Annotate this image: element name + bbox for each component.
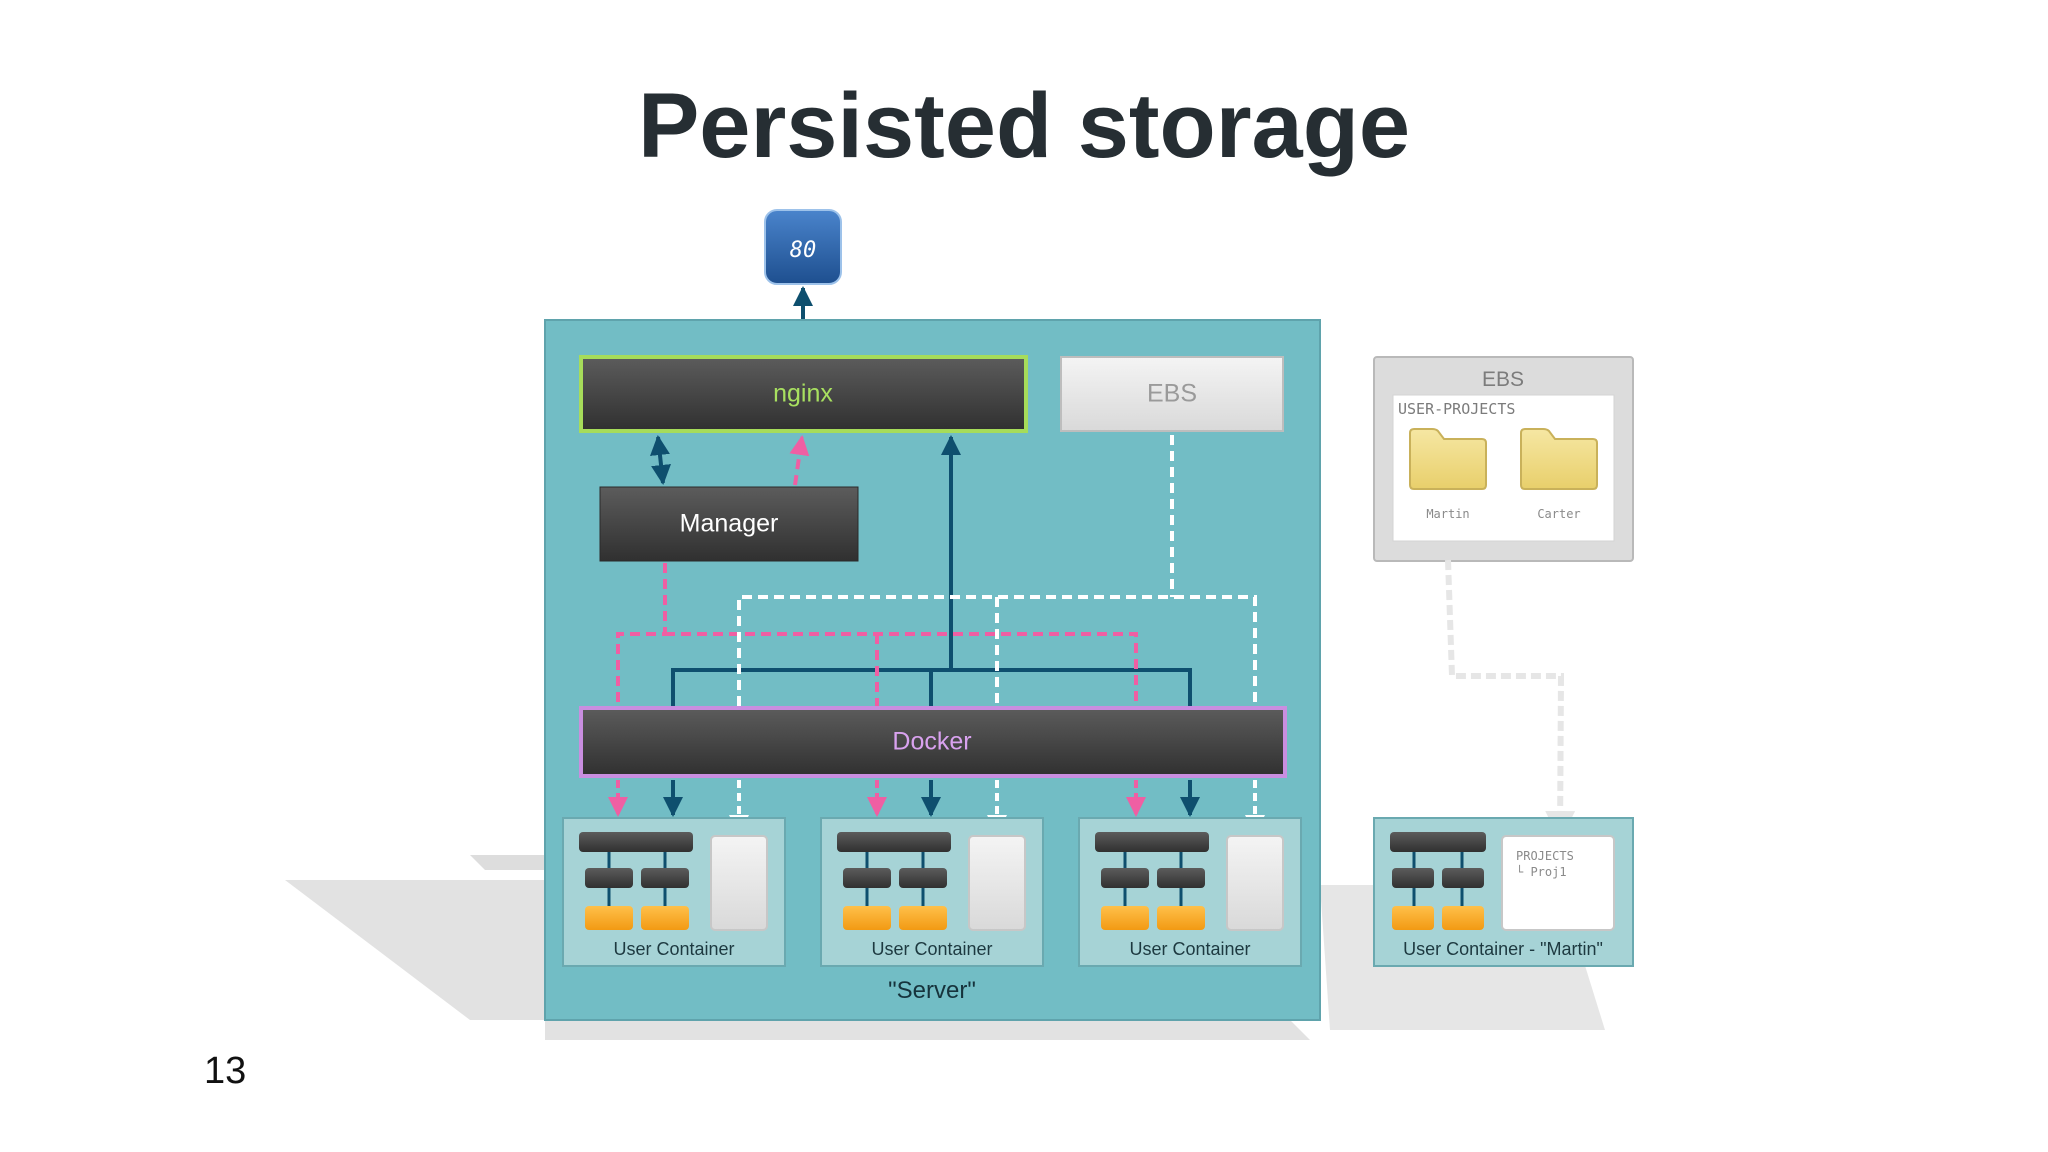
folder-icon — [1409, 428, 1487, 490]
port-80-badge: 80 — [764, 209, 842, 285]
white-dashed-bus — [737, 435, 1257, 706]
folder-label-carter: Carter — [1537, 507, 1580, 521]
pink-dashed-bus — [616, 563, 1138, 706]
process-tree-icon — [1390, 832, 1486, 930]
user-projects-label: USER-PROJECTS — [1398, 400, 1515, 418]
user-container-label: User Container — [1129, 939, 1250, 959]
user-container-label: User Container — [613, 939, 734, 959]
nginx-box: nginx — [579, 355, 1028, 433]
projects-item: └ Proj1 — [1516, 864, 1567, 879]
docker-label: Docker — [892, 728, 971, 756]
manager-box: Manager — [599, 486, 859, 562]
user-container-2: User Container — [820, 817, 1044, 967]
manager-nginx-arrow — [650, 435, 671, 485]
server-floor-shadow — [285, 880, 1310, 1040]
volume-slot — [968, 835, 1026, 931]
server-label: "Server" — [888, 977, 976, 1004]
martin-container-label: User Container - "Martin" — [1403, 939, 1603, 959]
folder-label-martin: Martin — [1426, 507, 1469, 521]
port-label: 80 — [790, 238, 817, 263]
docker-box: Docker — [579, 706, 1287, 778]
volume-slot — [710, 835, 768, 931]
folder-icon — [1520, 428, 1598, 490]
martin-mount-arrow — [1445, 559, 1576, 841]
projects-title: PROJECTS — [1516, 849, 1574, 863]
user-container-label: User Container — [871, 939, 992, 959]
external-ebs-box: EBS USER-PROJECTS Martin Carter — [1373, 356, 1634, 562]
ebs-volume-box: EBS — [1060, 356, 1284, 432]
process-tree-icon — [1095, 832, 1209, 930]
process-tree-icon — [579, 832, 693, 930]
user-container-1: User Container — [562, 817, 786, 967]
ebs-label: EBS — [1147, 380, 1197, 408]
server-floor-shadow-strip — [470, 855, 545, 870]
page-number: 13 — [204, 1050, 247, 1092]
volume-slot — [1226, 835, 1284, 931]
slide-title: Persisted storage — [637, 75, 1411, 177]
nginx-label: nginx — [773, 380, 833, 408]
projects-volume — [1501, 835, 1615, 931]
user-container-3: User Container — [1078, 817, 1302, 967]
manager-nginx-pink-arrow — [789, 435, 810, 486]
manager-label: Manager — [680, 510, 779, 538]
process-tree-icon — [837, 832, 951, 930]
martin-user-container: PROJECTS └ Proj1 User Container - "Marti… — [1373, 817, 1634, 967]
external-ebs-label: EBS — [1482, 368, 1524, 391]
